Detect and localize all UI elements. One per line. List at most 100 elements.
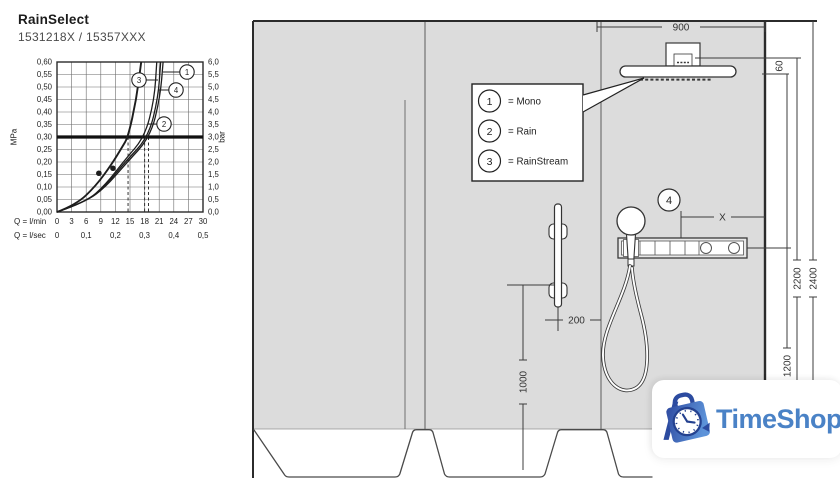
- legend-label-rainstream: = RainStream: [508, 157, 568, 168]
- dim-1000: 1000: [519, 370, 530, 393]
- x-axis-lsec-label: Q = l/sec: [14, 231, 46, 240]
- svg-text:6: 6: [84, 217, 88, 226]
- timeshop-wordmark: TimeShop: [715, 403, 840, 434]
- svg-text:0,2: 0,2: [110, 231, 121, 240]
- legend-item-rainstream: 3 = RainStream: [477, 149, 568, 173]
- trim-knob: [728, 242, 740, 254]
- legend-label-rain: = Rain: [508, 127, 537, 138]
- svg-text:0,3: 0,3: [139, 231, 150, 240]
- dim-x: X: [719, 213, 726, 224]
- svg-text:21: 21: [155, 217, 164, 226]
- rainselect-valve-trim: [617, 237, 748, 259]
- hand-shower-head: [616, 206, 646, 236]
- svg-text:0,40: 0,40: [37, 108, 53, 117]
- legend-box: 1 = Mono 2 = Rain 3 = RainStream: [471, 77, 645, 182]
- svg-text:3,0: 3,0: [208, 133, 220, 142]
- svg-text:0,4: 0,4: [168, 231, 180, 240]
- svg-text:1: 1: [185, 68, 189, 77]
- svg-text:15: 15: [126, 217, 135, 226]
- shower-trays: [253, 429, 653, 478]
- wall-bar: [548, 203, 568, 308]
- svg-text:2,5: 2,5: [208, 145, 220, 154]
- overhead-shower: [619, 42, 737, 81]
- svg-text:1,0: 1,0: [208, 183, 220, 192]
- legend-num-3: 3: [487, 156, 493, 168]
- svg-text:0,20: 0,20: [37, 158, 53, 167]
- wall-bar-rod: [553, 203, 563, 308]
- dim-900: 900: [673, 23, 690, 34]
- svg-text:0,1: 0,1: [81, 231, 92, 240]
- svg-text:30: 30: [199, 217, 208, 226]
- svg-text:3: 3: [69, 217, 73, 226]
- dim-1200: 1200: [783, 354, 794, 377]
- x-axis-lmin-label: Q = l/min: [14, 217, 46, 226]
- legend-num-1: 1: [487, 96, 493, 108]
- legend-num-2: 2: [487, 126, 493, 138]
- svg-text:4,0: 4,0: [208, 108, 220, 117]
- shower-head-disc: [619, 65, 737, 78]
- svg-text:18: 18: [140, 217, 149, 226]
- curve-label-circle-3: [131, 72, 147, 88]
- title-block: RainSelect 1531218X / 15357XXX: [18, 12, 146, 44]
- svg-text:0,5: 0,5: [198, 231, 210, 240]
- y-axis-right-label: bar: [218, 131, 227, 143]
- svg-text:27: 27: [184, 217, 193, 226]
- svg-text:2: 2: [162, 120, 166, 129]
- flow-pressure-chart: MPa bar Q = l/min Q = l/sec 0,000,050,10…: [10, 58, 227, 240]
- callout-4-number: 4: [666, 195, 672, 207]
- svg-text:0,25: 0,25: [37, 145, 53, 154]
- legend-label-mono: = Mono: [508, 97, 542, 108]
- dim-2200: 2200: [793, 267, 804, 290]
- svg-text:2,0: 2,0: [208, 158, 220, 167]
- y-axis-left-label: MPa: [10, 128, 19, 145]
- svg-text:0,0: 0,0: [208, 208, 220, 217]
- svg-text:0,5: 0,5: [208, 195, 220, 204]
- svg-text:0,05: 0,05: [37, 195, 53, 204]
- timeshop-logo-card: TimeShop: [652, 380, 840, 458]
- timeshop-bag-clock-icon: [663, 392, 710, 443]
- dim-60: 60: [775, 60, 786, 72]
- svg-text:5,0: 5,0: [208, 83, 220, 92]
- reference-dot: [96, 170, 102, 177]
- svg-text:9: 9: [99, 217, 103, 226]
- curve-label-circle-2: [156, 116, 172, 132]
- chart-plot-area: 0,000,050,100,150,200,250,300,350,400,45…: [37, 58, 220, 240]
- reference-dot: [110, 165, 116, 172]
- svg-text:0,00: 0,00: [37, 208, 53, 217]
- svg-text:5,5: 5,5: [208, 70, 220, 79]
- svg-text:0,55: 0,55: [37, 70, 53, 79]
- svg-text:12: 12: [111, 217, 120, 226]
- legend-item-rain: 2 = Rain: [477, 119, 537, 143]
- svg-text:0,10: 0,10: [37, 183, 53, 192]
- article-numbers: 1531218X / 15357XXX: [18, 30, 146, 44]
- svg-text:3,5: 3,5: [208, 120, 220, 129]
- dimensions: [507, 21, 817, 470]
- svg-text:0,35: 0,35: [37, 120, 53, 129]
- svg-text:6,0: 6,0: [208, 58, 220, 67]
- flow-curve-3: [56, 61, 143, 213]
- trim-knob: [700, 242, 712, 254]
- flow-curve-4: [56, 61, 162, 213]
- svg-text:0: 0: [55, 231, 60, 240]
- chart-axis-captions: MPa bar Q = l/min Q = l/sec: [10, 128, 227, 240]
- svg-text:4: 4: [174, 86, 179, 95]
- callout-4: 4: [657, 188, 681, 212]
- svg-text:0,45: 0,45: [37, 95, 53, 104]
- svg-text:0,60: 0,60: [37, 58, 53, 67]
- svg-text:3: 3: [137, 76, 141, 85]
- curve-label-circle-1: [179, 64, 195, 80]
- svg-text:0,30: 0,30: [37, 133, 53, 142]
- svg-text:0,15: 0,15: [37, 170, 53, 179]
- hand-shower: [601, 206, 649, 393]
- svg-text:4,5: 4,5: [208, 95, 220, 104]
- legend-item-mono: 1 = Mono: [477, 89, 542, 113]
- svg-text:24: 24: [169, 217, 178, 226]
- svg-text:1,5: 1,5: [208, 170, 220, 179]
- curve-label-circle-4: [168, 82, 184, 98]
- svg-text:0: 0: [55, 217, 60, 226]
- dim-2400: 2400: [809, 267, 820, 290]
- svg-text:0,50: 0,50: [37, 83, 53, 92]
- installation-diagram: 900 60 X 200 1000 1200 2200 2400 4 1 =: [252, 20, 820, 478]
- product-title: RainSelect: [18, 12, 90, 27]
